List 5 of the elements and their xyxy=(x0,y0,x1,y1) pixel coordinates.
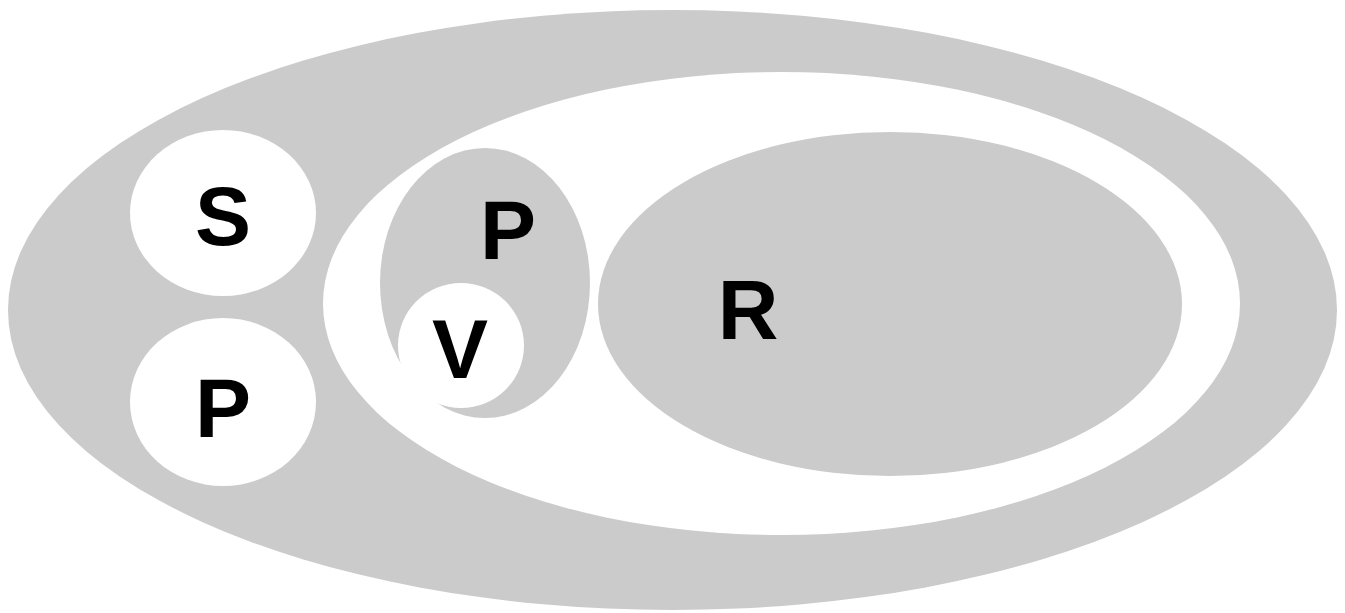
set-label: S xyxy=(195,174,251,258)
set-label: P xyxy=(480,188,536,272)
set-label: V xyxy=(432,307,488,391)
set-label: R xyxy=(717,268,779,352)
set-label: P xyxy=(195,366,251,450)
